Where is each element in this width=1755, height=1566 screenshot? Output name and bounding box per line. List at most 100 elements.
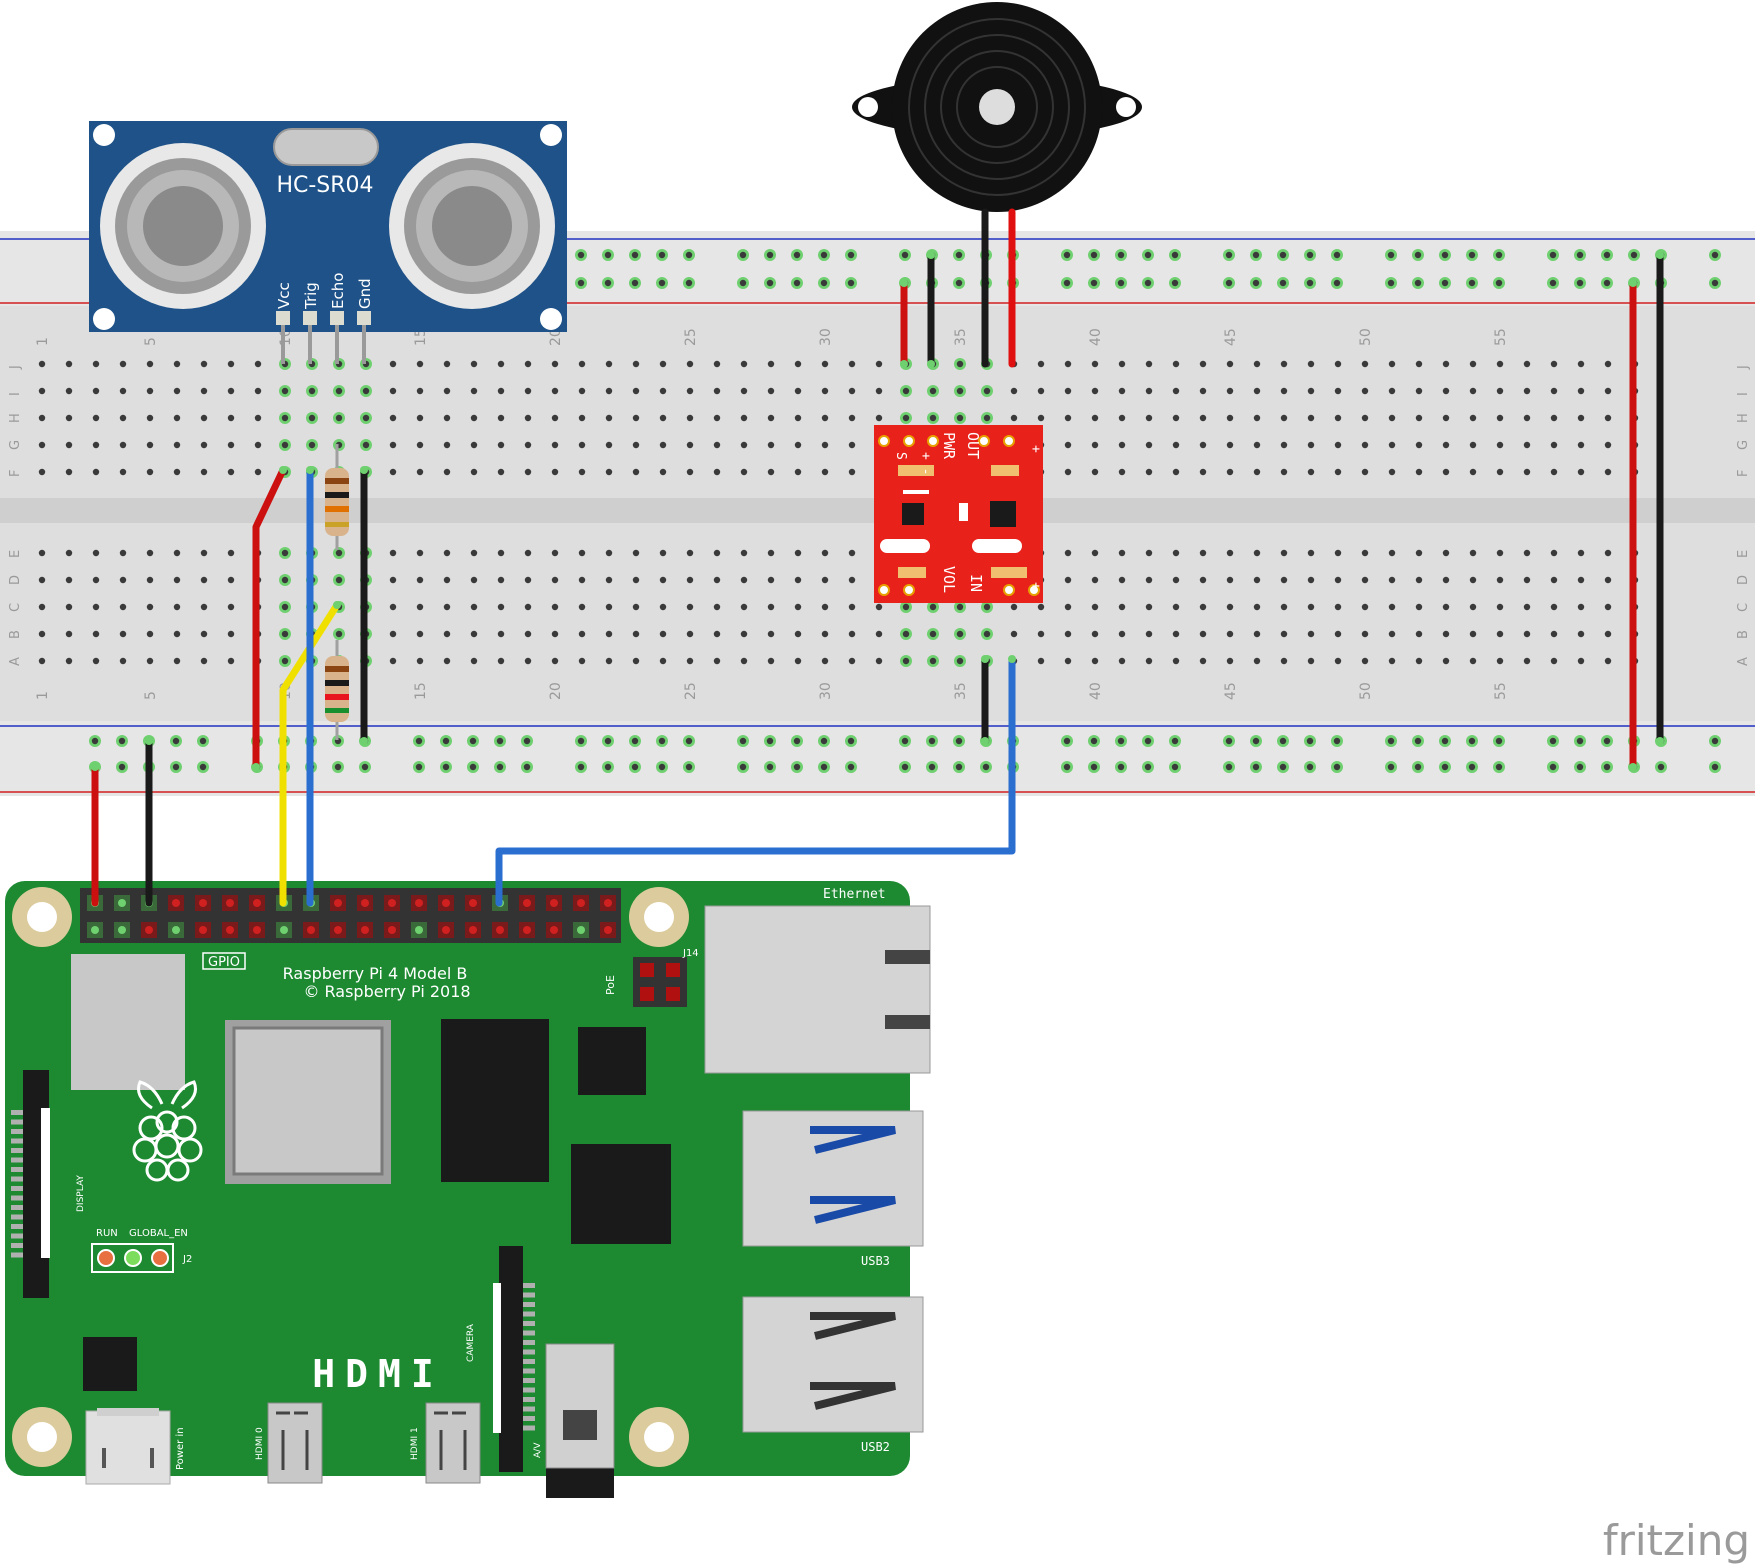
breadboard-hole xyxy=(551,603,559,611)
breadboard-hole xyxy=(875,360,883,368)
sensor-title: HC-SR04 xyxy=(276,173,373,198)
breadboard-hole xyxy=(335,387,343,395)
column-number: 25 xyxy=(683,682,699,700)
breadboard-hole xyxy=(848,360,856,368)
sensor-pin-pad xyxy=(276,311,290,325)
breadboard-hole xyxy=(335,576,343,584)
wire-endpoint xyxy=(91,763,99,771)
breadboard-hole xyxy=(794,630,802,638)
breadboard-hole xyxy=(1604,630,1612,638)
breadboard-hole xyxy=(65,576,73,584)
breadboard-hole xyxy=(1253,576,1261,584)
breadboard-hole xyxy=(929,603,937,611)
rail-hole xyxy=(604,737,612,745)
column-number: 5 xyxy=(143,691,159,700)
breadboard-hole xyxy=(1118,657,1126,665)
breadboard-hole xyxy=(740,630,748,638)
breadboard-hole xyxy=(173,414,181,422)
row-letter: C xyxy=(8,603,23,612)
breadboard-hole xyxy=(1118,360,1126,368)
gpio-pin-dot xyxy=(604,899,612,907)
breadboard-hole xyxy=(65,630,73,638)
gpio-pin-dot xyxy=(550,899,558,907)
gpio-label: GPIO xyxy=(208,955,240,970)
breadboard-hole xyxy=(551,441,559,449)
breadboard-hole xyxy=(38,441,46,449)
rail-hole xyxy=(1630,251,1638,259)
usb2-label: USB2 xyxy=(861,1440,890,1454)
breadboard-hole xyxy=(470,576,478,584)
breadboard-hole xyxy=(632,414,640,422)
global-en-label: GLOBAL_EN xyxy=(129,1228,188,1239)
breadboard-hole xyxy=(1496,549,1504,557)
breadboard-hole xyxy=(659,549,667,557)
breadboard-hole xyxy=(1253,630,1261,638)
rail-hole xyxy=(577,279,585,287)
row-letter: F xyxy=(8,470,23,477)
breadboard-hole xyxy=(1064,441,1072,449)
breadboard-hole xyxy=(524,468,532,476)
breadboard-hole xyxy=(821,468,829,476)
wire-endpoint xyxy=(1629,763,1637,771)
rail-hole xyxy=(685,763,693,771)
rail-hole xyxy=(1063,251,1071,259)
breadboard-hole xyxy=(470,387,478,395)
breadboard-hole xyxy=(524,387,532,395)
breadboard-hole xyxy=(1010,630,1018,638)
rail-hole xyxy=(955,737,963,745)
rail-hole xyxy=(604,251,612,259)
breadboard-hole xyxy=(173,387,181,395)
breadboard-hole xyxy=(1307,387,1315,395)
breadboard-hole xyxy=(497,576,505,584)
breadboard-hole xyxy=(1037,603,1045,611)
rail-hole xyxy=(1576,737,1584,745)
breadboard-hole xyxy=(146,549,154,557)
gpio-pin-dot xyxy=(145,926,153,934)
breadboard-hole xyxy=(443,468,451,476)
breadboard-hole xyxy=(1253,468,1261,476)
breadboard-hole xyxy=(146,576,154,584)
breadboard-hole xyxy=(686,441,694,449)
breadboard-hole xyxy=(1361,441,1369,449)
breadboard-hole xyxy=(443,360,451,368)
breadboard-hole xyxy=(281,387,289,395)
rail-hole xyxy=(1468,279,1476,287)
breadboard-hole xyxy=(1523,468,1531,476)
ethernet-port xyxy=(704,905,931,1074)
breadboard-hole xyxy=(119,603,127,611)
breadboard-hole xyxy=(1280,576,1288,584)
display-connector xyxy=(11,1070,50,1298)
column-number: 35 xyxy=(953,682,969,700)
board-copyright: © Raspberry Pi 2018 xyxy=(303,982,470,1001)
rail-hole xyxy=(1441,279,1449,287)
breadboard-hole xyxy=(605,468,613,476)
rail-hole xyxy=(1414,763,1422,771)
column-number: 20 xyxy=(548,682,564,700)
rail-hole xyxy=(1495,737,1503,745)
breadboard-hole xyxy=(1604,657,1612,665)
gpio-pin-dot xyxy=(334,926,342,934)
rail-hole xyxy=(1279,251,1287,259)
row-letter: G xyxy=(1736,440,1751,450)
breadboard-hole xyxy=(713,441,721,449)
amp-pin xyxy=(1003,584,1015,596)
breadboard-hole xyxy=(92,576,100,584)
breadboard-hole xyxy=(794,657,802,665)
breadboard-hole xyxy=(470,657,478,665)
breadboard-hole xyxy=(1091,414,1099,422)
breadboard-hole xyxy=(1388,414,1396,422)
rail-hole xyxy=(793,251,801,259)
sensor-pin-pad xyxy=(357,311,371,325)
breadboard-hole xyxy=(821,657,829,665)
rail-hole xyxy=(1144,279,1152,287)
breadboard-hole xyxy=(659,441,667,449)
resistor-lower xyxy=(325,640,349,740)
row-letter: G xyxy=(8,440,23,450)
rail-hole xyxy=(1333,737,1341,745)
breadboard-hole xyxy=(173,549,181,557)
rail-hole xyxy=(1711,763,1719,771)
breadboard-hole xyxy=(119,468,127,476)
rail-hole xyxy=(739,251,747,259)
breadboard-hole xyxy=(1280,630,1288,638)
breadboard-hole xyxy=(605,360,613,368)
